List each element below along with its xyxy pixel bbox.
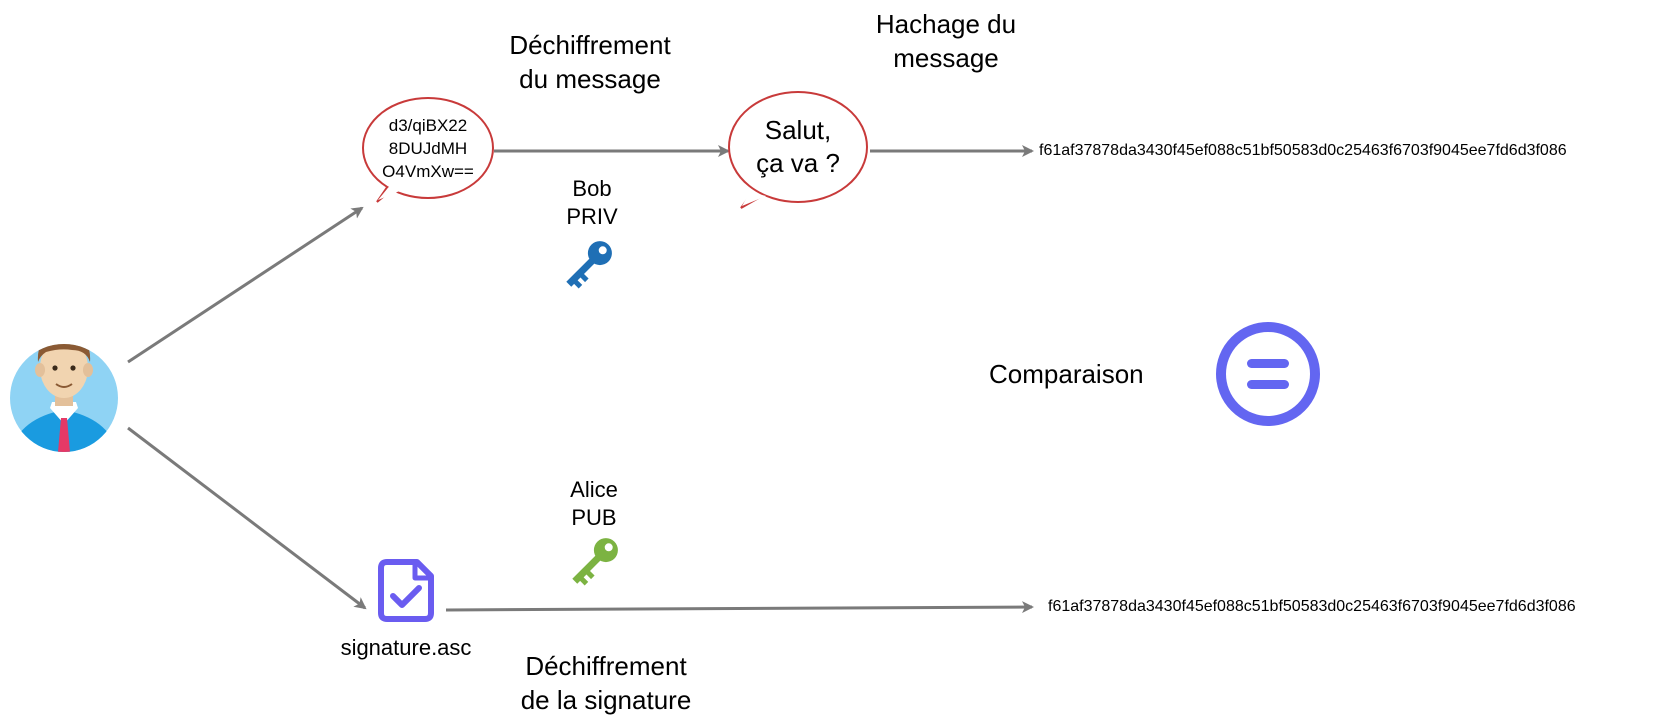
- bob-key-label-line-1: Bob: [572, 176, 611, 201]
- cipher-bubble: d3/qiBX22 8DUJdMH O4VmXw==: [362, 97, 494, 203]
- file-check-icon: [378, 559, 434, 622]
- bob-key-icon: [566, 241, 612, 289]
- decrypt-message-label-line-1: Déchiffrement: [509, 30, 671, 60]
- plaintext-line-1: Salut,: [765, 115, 832, 145]
- hash-message-label-line-2: message: [893, 43, 999, 73]
- cipher-line-3: O4VmXw==: [382, 162, 474, 181]
- arrow-user-to-signature: [127, 426, 367, 610]
- bob-key-label-line-2: PRIV: [566, 204, 618, 229]
- user-avatar-icon: [10, 344, 118, 452]
- cipher-line-1: d3/qiBX22: [389, 116, 467, 135]
- signature-hash-value: f61af37878da3430f45ef088c51bf50583d0c254…: [1048, 598, 1576, 615]
- plaintext-line-2: ça va ?: [756, 148, 840, 178]
- alice-key-label-line-1: Alice: [570, 477, 618, 502]
- message-hash-value: f61af37878da3430f45ef088c51bf50583d0c254…: [1039, 142, 1567, 159]
- plaintext-bubble: Salut, ça va ?: [728, 91, 868, 209]
- arrow-signature-to-hash: [445, 601, 1034, 614]
- signature-filename: signature.asc: [341, 635, 472, 660]
- decrypt-signature-label-line-1: Déchiffrement: [525, 651, 687, 681]
- alice-key-label-line-2: PUB: [571, 505, 616, 530]
- hash-message-label-line-1: Hachage du: [876, 9, 1016, 39]
- cipher-line-2: 8DUJdMH: [389, 139, 467, 158]
- decrypt-message-label-line-2: du message: [519, 64, 661, 94]
- comparison-label: Comparaison: [989, 359, 1144, 389]
- arrows: [127, 145, 1034, 614]
- arrow-user-to-cipher: [127, 206, 364, 364]
- decrypt-signature-label-line-2: de la signature: [521, 685, 692, 715]
- alice-key-icon: [572, 538, 618, 586]
- equals-icon: [1216, 322, 1320, 426]
